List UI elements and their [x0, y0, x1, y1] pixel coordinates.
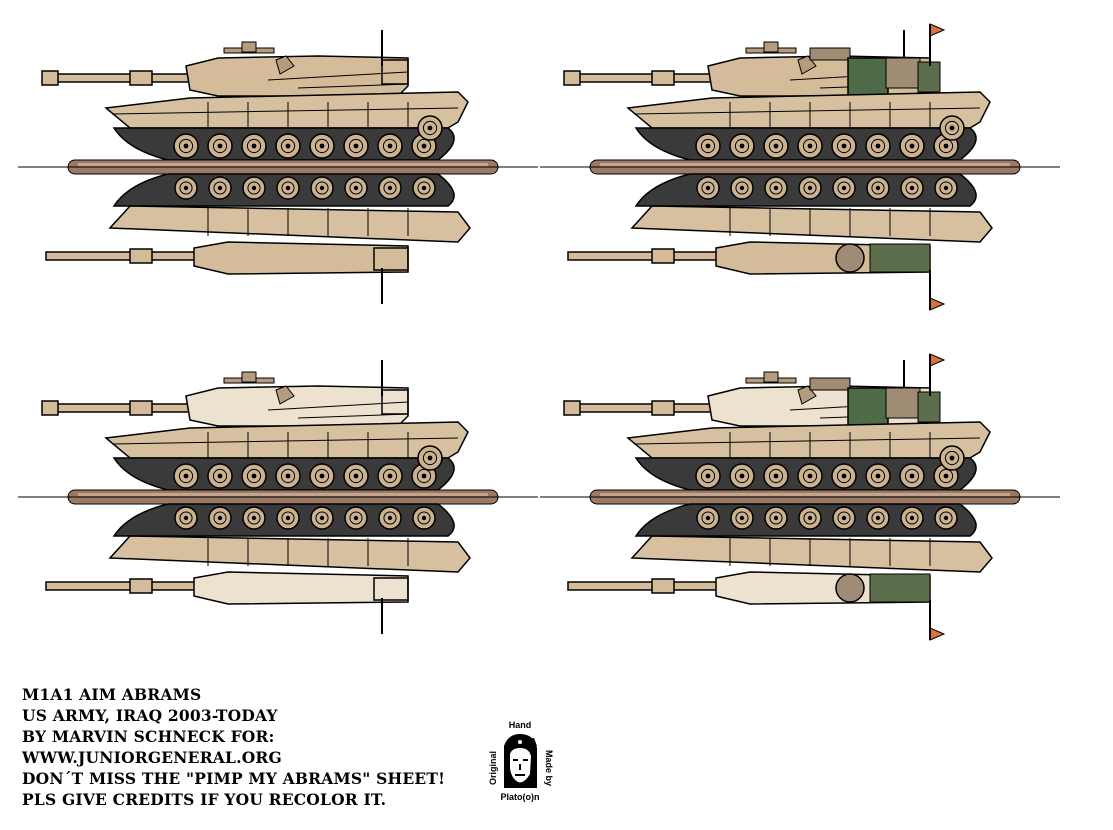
credit-website[interactable]: WWW.JUNIORGENERAL.ORG: [22, 748, 282, 767]
tank-side-view: [41, 360, 499, 505]
tank-stowed-drawing: [540, 23, 1060, 311]
credit-author: BY MARVIN SCHNECK FOR:: [22, 727, 275, 746]
spare-wheel: [835, 573, 865, 603]
tank-top-view: [567, 503, 993, 641]
stowage-box: [885, 387, 921, 419]
tank-standard-alt-drawing: [18, 360, 538, 634]
badge-right-text: Made by: [544, 750, 554, 786]
tank-side-view: [563, 353, 1021, 505]
stowage-rack: [917, 391, 941, 423]
flag-marker: [929, 353, 946, 367]
tank-standard-drawing: [18, 30, 538, 304]
badge-bottom-text: Plato(o)n: [501, 792, 540, 802]
stowage-bag: [847, 387, 889, 427]
credits-block: M1A1 AIM ABRAMS US ARMY, IRAQ 2003-TODAY…: [22, 684, 445, 810]
stowage-top: [869, 573, 931, 603]
credit-request: PLS GIVE CREDITS IF YOU RECOLOR IT.: [22, 790, 387, 809]
tank-side-view: [41, 30, 499, 175]
spare-wheel: [835, 243, 865, 273]
bustle-rack: [381, 389, 409, 415]
bustle-rack: [381, 59, 409, 85]
tank-top-view: [567, 173, 993, 311]
stowage-rack: [917, 61, 941, 93]
stowage-bag: [847, 57, 889, 97]
tank-sprite-stowed-alt: [540, 340, 1060, 650]
flag-marker: [929, 23, 946, 37]
tank-top-view: [45, 173, 471, 304]
credit-note: DON´T MISS THE "PIMP MY ABRAMS" SHEET!: [22, 769, 446, 788]
credit-unit: US ARMY, IRAQ 2003-TODAY: [22, 706, 278, 725]
tank-stowed-alt-drawing: [540, 353, 1060, 641]
badge-top-text: Hand: [509, 720, 532, 730]
badge-left-text: Original: [488, 751, 498, 785]
tank-sprite-stowed: [540, 10, 1060, 320]
tank-side-view: [563, 23, 1021, 175]
portrait-icon: [504, 734, 537, 788]
credit-title: M1A1 AIM ABRAMS: [22, 685, 202, 704]
stowage-crate: [809, 377, 851, 391]
handmade-badge: Hand Original Made by Plato(o)n: [488, 720, 554, 802]
stowage-box: [885, 57, 921, 89]
tank-sprite-standard-alt: [18, 340, 538, 650]
tank-top-view: [45, 503, 471, 634]
stowage-top: [869, 243, 931, 273]
stowage-crate: [809, 47, 851, 61]
tank-sprite-standard: [18, 10, 538, 320]
